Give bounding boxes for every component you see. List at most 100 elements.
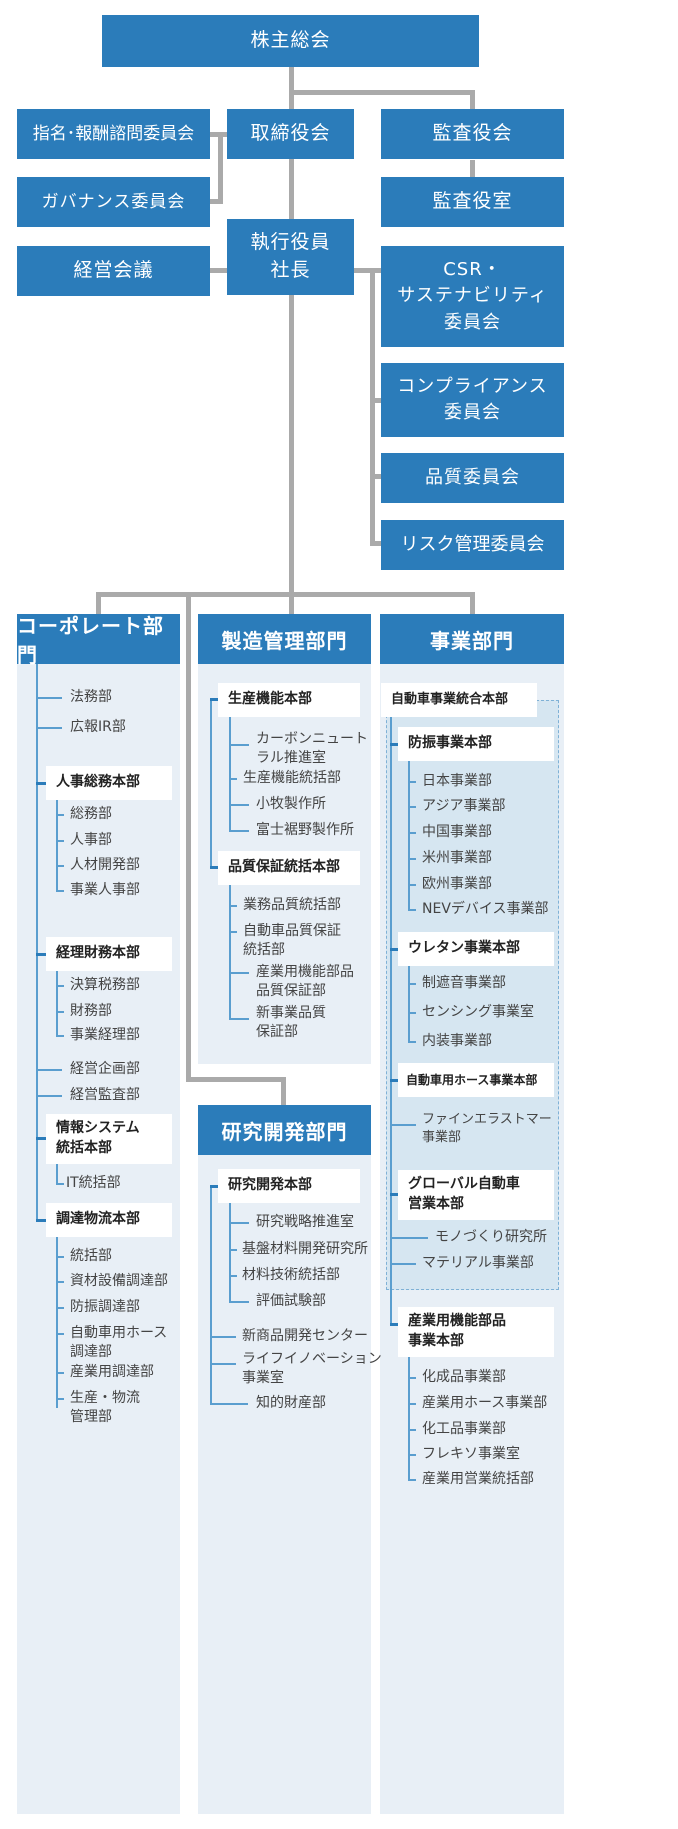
branch (56, 1011, 64, 1013)
corporate-item: 広報IR部 (70, 719, 126, 735)
branch (56, 1333, 64, 1335)
branch (56, 985, 64, 987)
procurement-item: 生産・物流管理部 (70, 1389, 140, 1427)
branch (56, 814, 64, 816)
subtree-line (408, 1357, 410, 1480)
connector (289, 90, 475, 95)
president-label: 社長 (270, 259, 311, 281)
global-sales-item: マテリアル事業部 (422, 1255, 534, 1271)
branch (408, 858, 416, 860)
risk-committee-label: リスク管理委員会 (400, 533, 545, 555)
audit-board-label: 監査役会 (432, 122, 513, 145)
branch (36, 782, 46, 785)
subtree-line (408, 966, 410, 1042)
branch (229, 830, 249, 832)
connector (218, 132, 223, 204)
branch (56, 1307, 64, 1309)
corporate-item: 法務部 (70, 689, 112, 705)
auto-integrated-title: 自動車事業統合本部 (391, 691, 509, 707)
management-meeting-box: 経営会議 (17, 246, 210, 296)
branch (390, 1323, 400, 1326)
auto-hose-item-line: ファインエラストマー (422, 1112, 552, 1127)
branch (408, 884, 416, 886)
procurement-item-line: 管理部 (70, 1408, 112, 1425)
finance-hq-title: 経理財務本部 (56, 945, 140, 962)
qa-item-line: 品質保証部 (256, 982, 326, 999)
auto-hose-item-line: 事業部 (422, 1129, 462, 1145)
urethane-item: センシング事業室 (422, 1004, 534, 1020)
branch (56, 1372, 64, 1374)
rnd-hq-box: 研究開発本部 (218, 1169, 360, 1203)
rnd-tree-line (210, 1186, 212, 1404)
connector (370, 541, 382, 546)
branch (56, 890, 64, 892)
connector (210, 199, 223, 204)
urethane-item: 内装事業部 (422, 1033, 492, 1049)
subtree-line (408, 761, 410, 909)
branch (210, 698, 220, 701)
subtree-line (56, 971, 58, 1036)
rnd-direct-item: ライフイノベーション事業室 (242, 1350, 382, 1388)
rnd-item: 研究戦略推進室 (256, 1214, 354, 1230)
qa-hq-title: 品質保証統括本部 (228, 859, 340, 876)
procurement-item: 産業用調達部 (70, 1364, 154, 1380)
connector (289, 592, 294, 614)
global-sales-item: モノづくり研究所 (435, 1229, 547, 1245)
hr-hq-title: 人事総務本部 (56, 774, 140, 791)
branch (408, 1479, 416, 1481)
connector (289, 66, 294, 592)
industrial-item: 化成品事業部 (422, 1369, 506, 1385)
manufacturing-division-header: 製造管理部門 (198, 614, 371, 664)
antivibration-hq-box: 防振事業本部 (398, 727, 554, 761)
global-sales-title-2: 営業本部 (408, 1196, 464, 1212)
antivibration-item: 米州事業部 (422, 850, 492, 866)
corporate-item: 経営企画部 (70, 1061, 140, 1077)
branch (56, 1281, 64, 1283)
industrial-item: 産業用ホース事業部 (422, 1395, 548, 1411)
connector (370, 268, 375, 546)
subtree-line (56, 800, 58, 891)
rnd-hq-title: 研究開発本部 (228, 1177, 312, 1194)
urethane-item: 制遮音事業部 (422, 975, 506, 991)
hr-item: 総務部 (70, 806, 112, 822)
branch (390, 948, 400, 951)
info-systems-item: IT統括部 (66, 1175, 121, 1191)
auto-hose-title: 自動車用ホース事業本部 (406, 1072, 538, 1087)
branch (390, 743, 400, 746)
branch (36, 1069, 62, 1071)
branch (36, 727, 62, 729)
board-of-directors-box: 取締役会 (227, 109, 354, 159)
audit-board-box: 監査役会 (381, 109, 564, 159)
rnd-item: 評価試験部 (256, 1293, 326, 1309)
compliance-label-2: 委員会 (444, 402, 501, 423)
audit-office-box: 監査役室 (381, 177, 564, 227)
production-item-line: カーボンニュート (256, 731, 368, 747)
quality-committee-label: 品質委員会 (425, 466, 520, 488)
info-systems-title-2: 統括本部 (56, 1140, 112, 1156)
branch (36, 697, 62, 699)
connector (186, 592, 191, 1082)
connector (370, 398, 382, 403)
branch (210, 866, 220, 869)
branch (229, 804, 249, 806)
manufacturing-tree-line (210, 698, 212, 868)
industrial-item: フレキソ事業室 (422, 1446, 520, 1462)
governance-label: ガバナンス委員会 (41, 191, 186, 212)
branch (229, 1018, 249, 1020)
corporate-tree-line (36, 664, 38, 1220)
risk-committee-box: リスク管理委員会 (381, 520, 564, 570)
qa-item: 業務品質統括部 (243, 897, 341, 913)
branch (229, 931, 237, 933)
urethane-hq-box: ウレタン事業本部 (398, 932, 554, 966)
info-systems-title-1: 情報システム (56, 1120, 140, 1137)
subtree-line (56, 1237, 58, 1408)
csr-label-3: 委員会 (444, 311, 501, 333)
auto-hose-item: ファインエラストマー事業部 (422, 1111, 552, 1146)
branch (390, 1237, 428, 1239)
procurement-item: 自動車用ホース調達部 (70, 1324, 167, 1362)
connector (354, 268, 384, 273)
branch (56, 1398, 64, 1400)
hr-item: 事業人事部 (70, 882, 140, 898)
branch (390, 1079, 400, 1082)
procurement-item: 統括部 (70, 1248, 112, 1264)
